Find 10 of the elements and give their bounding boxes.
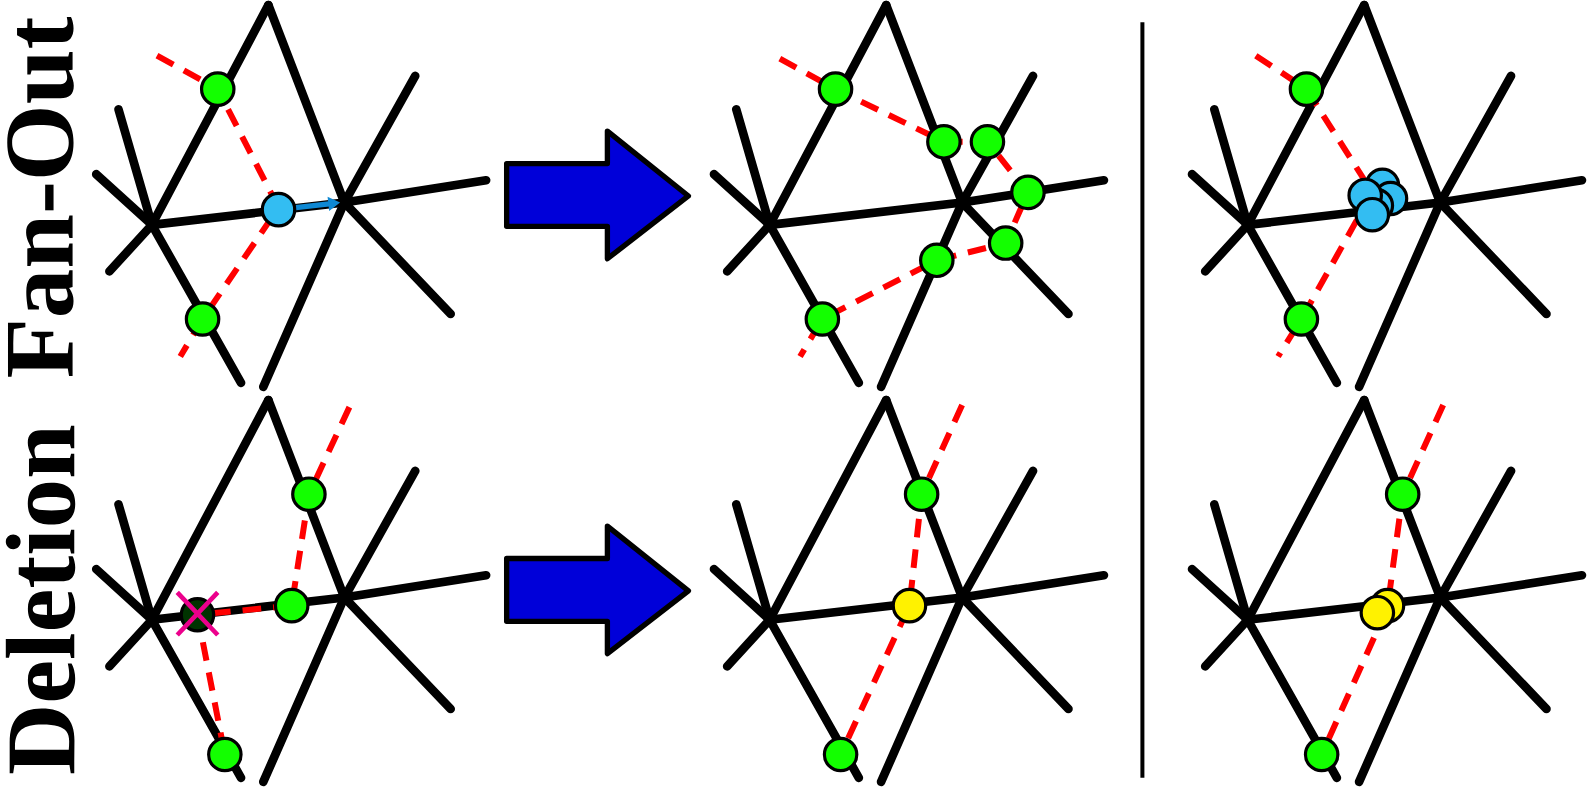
mesh-drawing	[91, 0, 491, 392]
mesh-drawing	[1187, 395, 1587, 787]
block-arrow	[504, 128, 692, 262]
mesh-drawing	[1187, 0, 1587, 392]
row-label: Deletion	[5, 425, 76, 774]
row-label: Fan-Out	[7, 17, 74, 377]
mesh-drawing	[91, 395, 491, 787]
block-arrow	[504, 523, 692, 657]
mesh-drawing	[709, 395, 1109, 787]
mesh-drawing	[709, 0, 1109, 392]
